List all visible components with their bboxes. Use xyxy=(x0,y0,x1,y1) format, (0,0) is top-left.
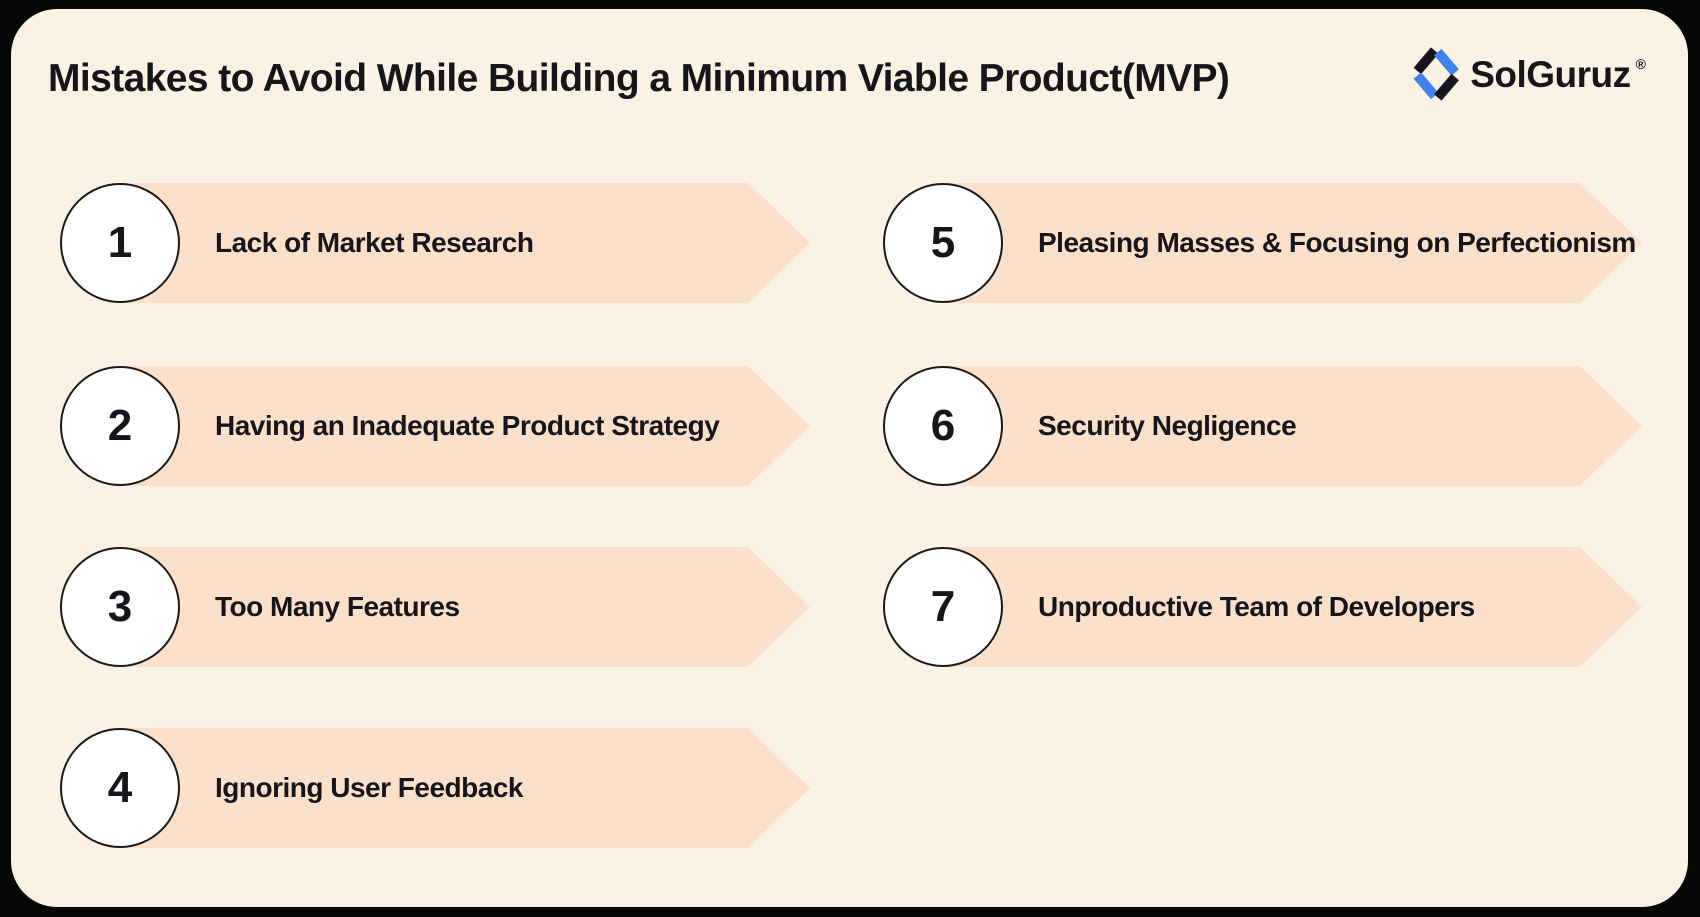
item-label: Too Many Features xyxy=(215,591,460,622)
item-arrow-banner xyxy=(110,547,810,667)
item-number-badge: 3 xyxy=(60,547,180,667)
registered-trademark-symbol: ® xyxy=(1635,56,1646,72)
item-label: Having an Inadequate Product Strategy xyxy=(215,410,720,441)
mistake-item-4: 4 Ignoring User Feedback xyxy=(60,728,810,848)
item-number-badge: 7 xyxy=(883,547,1003,667)
item-arrow-banner xyxy=(110,728,810,848)
item-number-badge: 4 xyxy=(60,728,180,848)
mistake-item-3: 3 Too Many Features xyxy=(60,547,810,667)
solguruz-logo: SolGuruz ® xyxy=(1409,45,1646,103)
item-number-badge: 6 xyxy=(883,366,1003,486)
item-number-badge: 2 xyxy=(60,366,180,486)
item-arrow-banner xyxy=(110,183,810,303)
mistake-item-1: 1 Lack of Market Research xyxy=(60,183,810,303)
mistake-item-6: 6 Security Negligence xyxy=(883,366,1642,486)
item-arrow-banner xyxy=(933,366,1642,486)
item-number-badge: 5 xyxy=(883,183,1003,303)
page-title: Mistakes to Avoid While Building a Minim… xyxy=(48,57,1230,100)
item-label: Security Negligence xyxy=(1038,410,1297,441)
solguruz-logo-icon xyxy=(1413,47,1460,101)
item-arrow-banner xyxy=(110,366,810,486)
item-arrow-banner xyxy=(933,183,1642,303)
solguruz-logo-text: SolGuruz xyxy=(1470,53,1631,95)
item-number-badge: 1 xyxy=(60,183,180,303)
mistake-item-5: 5 Pleasing Masses & Focusing on Perfecti… xyxy=(883,183,1642,303)
infographic-card: Mistakes to Avoid While Building a Minim… xyxy=(11,9,1688,907)
item-label: Pleasing Masses & Focusing on Perfection… xyxy=(1038,227,1636,258)
mistake-item-7: 7 Unproductive Team of Developers xyxy=(883,547,1642,667)
item-arrow-banner xyxy=(933,547,1642,667)
mistake-item-2: 2 Having an Inadequate Product Strategy xyxy=(60,366,810,486)
item-label: Ignoring User Feedback xyxy=(215,772,523,803)
item-label: Unproductive Team of Developers xyxy=(1038,591,1475,622)
item-label: Lack of Market Research xyxy=(215,227,534,258)
